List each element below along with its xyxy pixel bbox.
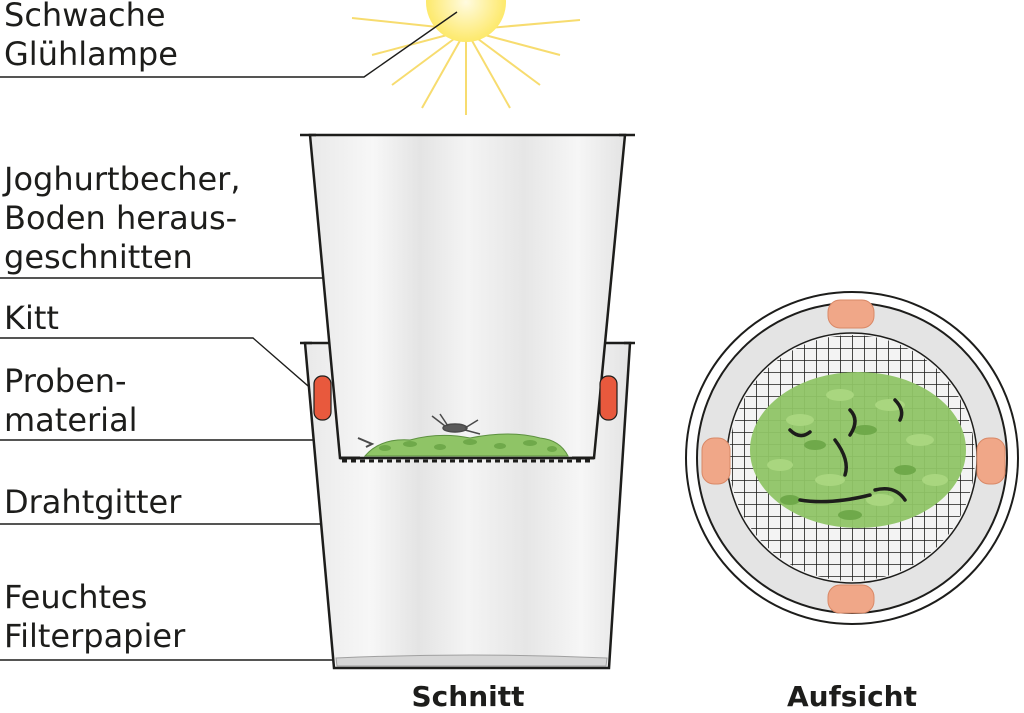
label-lamp: Schwache Glühlampe [4, 0, 178, 73]
worm-icon [788, 398, 907, 504]
filter-paper [335, 654, 608, 667]
label-grid: Drahtgitter [4, 483, 182, 521]
yoghurt-cup [300, 133, 635, 460]
light-bulb-icon [351, 0, 581, 115]
label-cup: Joghurtbecher, Boden heraus- geschnitten [4, 160, 241, 276]
leader-putty [0, 337, 316, 393]
sample-material-top [750, 372, 966, 528]
caption-section: Schnitt [411, 680, 525, 713]
putty-top [701, 299, 1006, 614]
top-view [685, 291, 1019, 625]
label-putty: Kitt [4, 299, 59, 337]
label-sample: Proben- material [4, 362, 138, 439]
sample-material-side [357, 413, 569, 457]
putty-side [313, 375, 618, 421]
leader-lamp [0, 11, 458, 78]
label-paper: Feuchtes Filterpapier [4, 578, 186, 655]
caption-top-view: Aufsicht [787, 680, 917, 713]
insect-icon [431, 413, 481, 435]
